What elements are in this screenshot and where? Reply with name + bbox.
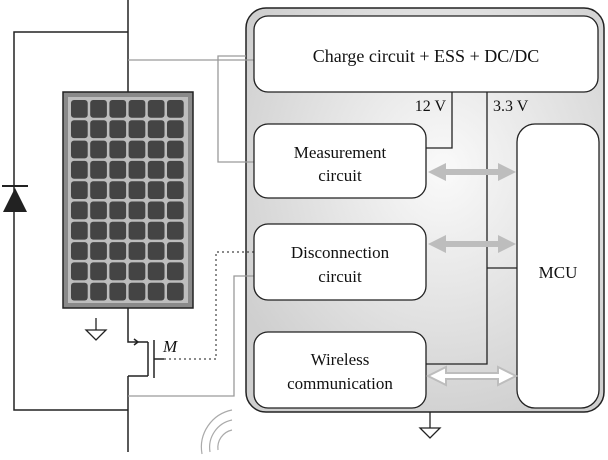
solar-cell <box>71 201 88 220</box>
solar-cell <box>167 160 184 179</box>
bypass-loop <box>13 31 128 411</box>
solar-cell <box>109 262 127 281</box>
solar-cell <box>109 140 127 159</box>
solar-cell <box>90 160 107 179</box>
wireless-label-line1: Wireless <box>311 350 370 369</box>
solar-cell <box>109 181 127 199</box>
solar-cell <box>90 120 107 139</box>
solar-cell <box>167 140 184 159</box>
solar-cell <box>128 201 146 220</box>
solar-cell <box>128 242 146 260</box>
solar-cell <box>109 201 127 220</box>
solar-cell <box>147 160 165 179</box>
measurement-circuit-block <box>253 123 427 199</box>
rail-12v-label: 12 V <box>415 98 447 115</box>
solar-cell <box>128 221 146 240</box>
mosfet-m <box>127 336 164 378</box>
solar-cell <box>71 242 88 260</box>
ground-symbol-left <box>84 318 108 341</box>
disconnection-label-line2: circuit <box>318 267 362 286</box>
measurement-label-line1: Measurement <box>294 143 387 162</box>
solar-cell <box>90 201 107 220</box>
solar-cell <box>71 120 88 139</box>
wireless-communication-block <box>253 331 427 409</box>
solar-cell <box>71 140 88 159</box>
solar-cell <box>128 100 146 118</box>
rail-12v-wire <box>425 92 453 149</box>
mcu-label: MCU <box>539 263 578 282</box>
solar-cell <box>128 262 146 281</box>
ground-symbol-bottom <box>418 412 442 439</box>
solar-cell <box>147 120 165 139</box>
solar-cell <box>147 282 165 301</box>
solar-cell <box>128 160 146 179</box>
solar-cell <box>167 242 184 260</box>
solar-cell <box>128 120 146 139</box>
solar-cell <box>90 282 107 301</box>
solar-cell <box>109 242 127 260</box>
solar-cell <box>147 140 165 159</box>
charge-circuit-block <box>253 15 599 93</box>
solar-cell <box>167 120 184 139</box>
solar-cell <box>147 201 165 220</box>
solar-cell <box>128 140 146 159</box>
gate-drive-line <box>164 251 254 360</box>
solar-cell <box>167 221 184 240</box>
solar-cell <box>109 282 127 301</box>
solar-cell <box>90 100 107 118</box>
rail-33v-wire <box>425 92 488 365</box>
solar-cell <box>147 221 165 240</box>
solar-cell <box>128 282 146 301</box>
mcu-block <box>516 123 600 409</box>
solar-cell <box>128 181 146 199</box>
solar-cell <box>90 262 107 281</box>
solar-cell <box>71 100 88 118</box>
rail-33v-label: 3.3 V <box>493 98 529 115</box>
solar-cell <box>167 100 184 118</box>
solar-cell <box>147 100 165 118</box>
mosfet-label: M <box>162 337 178 356</box>
solar-cell <box>71 160 88 179</box>
wireless-label-line2: communication <box>287 374 393 393</box>
solar-cell <box>167 201 184 220</box>
solar-cell <box>90 221 107 240</box>
solar-cell <box>90 140 107 159</box>
panel-to-measurement-wire <box>217 55 254 163</box>
solar-cell <box>109 100 127 118</box>
wireless-signal-icon <box>200 409 233 455</box>
solar-cell <box>71 282 88 301</box>
disconnection-circuit-block <box>253 223 427 301</box>
bypass-diode <box>3 188 27 212</box>
measurement-label-line2: circuit <box>318 166 362 185</box>
solar-cell <box>147 262 165 281</box>
solar-cell <box>109 160 127 179</box>
module-enclosure <box>245 7 605 413</box>
solar-cell <box>71 262 88 281</box>
solar-cell <box>147 181 165 199</box>
arrow-measurement-mcu <box>428 163 516 181</box>
solar-cell <box>147 242 165 260</box>
disconnection-label-line1: Disconnection <box>291 243 390 262</box>
solar-cell <box>167 282 184 301</box>
solar-cell <box>109 120 127 139</box>
bus-to-disconnection-wire <box>128 275 254 397</box>
solar-cell <box>167 262 184 281</box>
arrow-wireless-mcu <box>425 365 519 387</box>
solar-cell <box>71 181 88 199</box>
solar-cell <box>90 181 107 199</box>
arrow-disconnection-mcu <box>428 235 516 253</box>
solar-cell <box>90 242 107 260</box>
solar-cell <box>167 181 184 199</box>
solar-panel <box>62 91 194 309</box>
solar-cell <box>109 221 127 240</box>
charge-circuit-label: Charge circuit + ESS + DC/DC <box>313 46 539 66</box>
solar-cell <box>71 221 88 240</box>
